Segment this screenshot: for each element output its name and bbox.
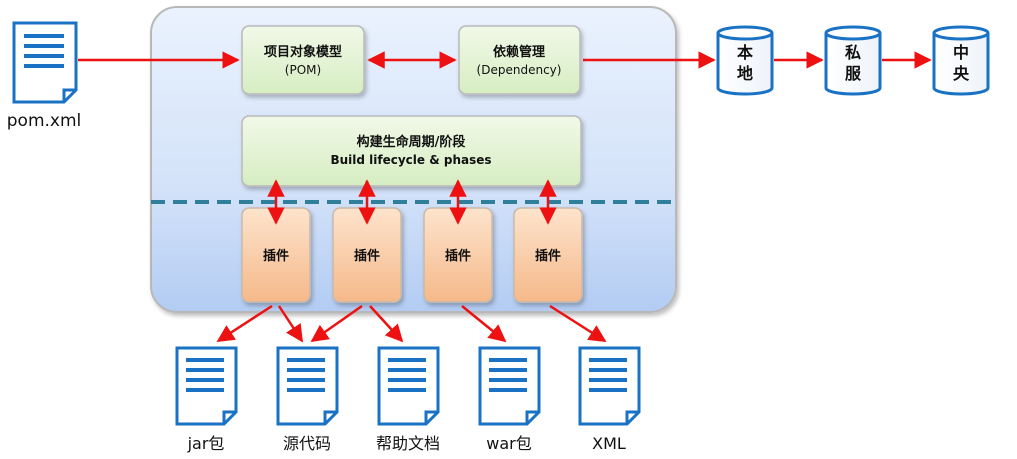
lifecycle-box-subtitle: Build lifecycle & phases [330, 153, 491, 167]
dependency-box-subtitle: (Dependency) [477, 63, 562, 77]
output-xml-document-icon [578, 346, 641, 426]
output-label-docs: 帮助文档 [376, 434, 440, 453]
repository-central-label-2: 央 [953, 64, 970, 83]
arrow-plugin4-to-xml [549, 304, 607, 343]
output-docs-document-icon [377, 346, 440, 426]
output-label-source: 源代码 [283, 434, 331, 453]
pom-box-title: 项目对象模型 [264, 44, 342, 60]
plugin-label-2: 插件 [354, 248, 380, 264]
arrow-plugin1-to-source [277, 305, 304, 343]
pom-box [241, 25, 365, 95]
plugin-label-1: 插件 [263, 248, 289, 264]
plugin-label-4: 插件 [535, 248, 561, 264]
repository-private-label-2: 服 [845, 64, 862, 83]
repository-local-icon [716, 25, 774, 96]
pom-xml-label: pom.xml [7, 111, 82, 131]
arrow-plugin1-to-jar [216, 304, 273, 343]
repository-central-icon [932, 25, 990, 96]
plugin-label-3: 插件 [445, 248, 471, 264]
repository-private-icon [824, 25, 882, 96]
repository-private-label-1: 私 [845, 43, 861, 62]
repository-central-label-1: 中 [953, 43, 969, 62]
lifecycle-box-title: 构建生命周期/阶段 [357, 134, 466, 150]
repository-local-label-1: 本 [737, 43, 753, 62]
dependency-box [458, 25, 581, 95]
arrow-plugin3-to-war [461, 305, 507, 343]
output-source-document-icon [276, 346, 339, 426]
output-jar-document-icon [175, 346, 238, 426]
lifecycle-box [241, 115, 582, 187]
pom-box-subtitle: (POM) [285, 63, 321, 77]
arrow-plugin2-to-docs [369, 305, 404, 343]
output-label-jar: jar包 [187, 434, 225, 453]
dependency-box-title: 依赖管理 [493, 44, 545, 60]
repository-local-label-2: 地 [737, 64, 753, 83]
output-label-xml: XML [592, 434, 626, 453]
pom-xml-document-icon [12, 21, 78, 104]
output-label-war: war包 [486, 434, 531, 453]
output-war-document-icon [478, 346, 541, 426]
arrow-plugin2-to-source [310, 304, 363, 343]
